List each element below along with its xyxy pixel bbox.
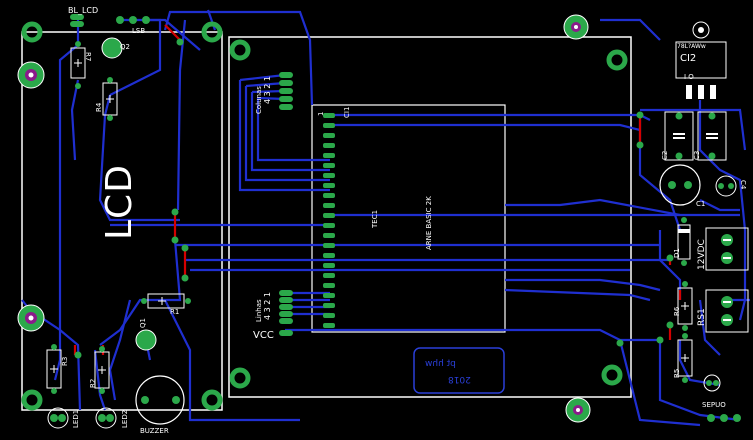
- lsb-label: LSB: [132, 27, 146, 35]
- led1-label: LED1: [72, 409, 80, 428]
- left-components: [46, 37, 191, 429]
- r3-label: R3: [61, 356, 69, 366]
- r2-label: R2: [89, 378, 97, 388]
- c4-label: C4: [739, 180, 747, 190]
- bottom-label-box: [413, 347, 505, 394]
- keypad-module-outline: [228, 36, 632, 398]
- r7-label: R7: [84, 52, 92, 62]
- led2-label: LED2: [121, 409, 129, 428]
- c1-label: C1: [696, 200, 706, 208]
- right-components: [616, 21, 749, 422]
- serial-label: SEPUO: [702, 401, 726, 409]
- regulator-io: I O: [684, 73, 694, 81]
- ci1-outline: [311, 104, 506, 333]
- mounting-holes: [17, 14, 628, 423]
- arne-label: ARNE BASIC 2K: [425, 196, 433, 250]
- r1-label: R1: [170, 308, 180, 316]
- q2-label: Q2: [120, 43, 130, 51]
- tec1-label: TEC1: [371, 209, 379, 228]
- bl-lcd-label: BL_LCD: [68, 6, 99, 15]
- pin1-label: 1: [317, 111, 325, 116]
- linhas-numbers: 4 3 2 1: [263, 292, 272, 320]
- d1-label: D1: [673, 248, 681, 258]
- r6-label: R6: [673, 306, 681, 316]
- colunas-numbers: 4 3 2 1: [263, 76, 272, 104]
- buzzer-label: BUZZER: [140, 427, 169, 435]
- c2-label: C2: [661, 150, 669, 160]
- 12vdc-label: 12VDC: [697, 239, 707, 270]
- rs1-label: RS1: [697, 308, 707, 326]
- q1-label: Q1: [139, 318, 147, 328]
- jumpers: [73, 24, 682, 355]
- connector-pads: [70, 14, 293, 336]
- lcd-module-outline: [21, 31, 223, 411]
- ci1-pins: [323, 113, 335, 328]
- c3-label: C3: [693, 150, 701, 160]
- year-label: 2018: [448, 374, 471, 384]
- r5-label: R5: [673, 368, 681, 378]
- lcd-title: LCD: [99, 164, 140, 240]
- regulator-package: 78L?AWw: [677, 43, 706, 50]
- linhas-label: Linhas: [255, 299, 263, 322]
- ci1-label: CI1: [343, 106, 351, 118]
- mirror-text: ʍɥɥ ʇd: [425, 358, 456, 368]
- r4-label: R4: [95, 102, 103, 112]
- ci2-label: CI2: [680, 53, 697, 64]
- colunas-label: Colunas: [255, 86, 263, 114]
- vcc-label: VCC: [253, 330, 274, 341]
